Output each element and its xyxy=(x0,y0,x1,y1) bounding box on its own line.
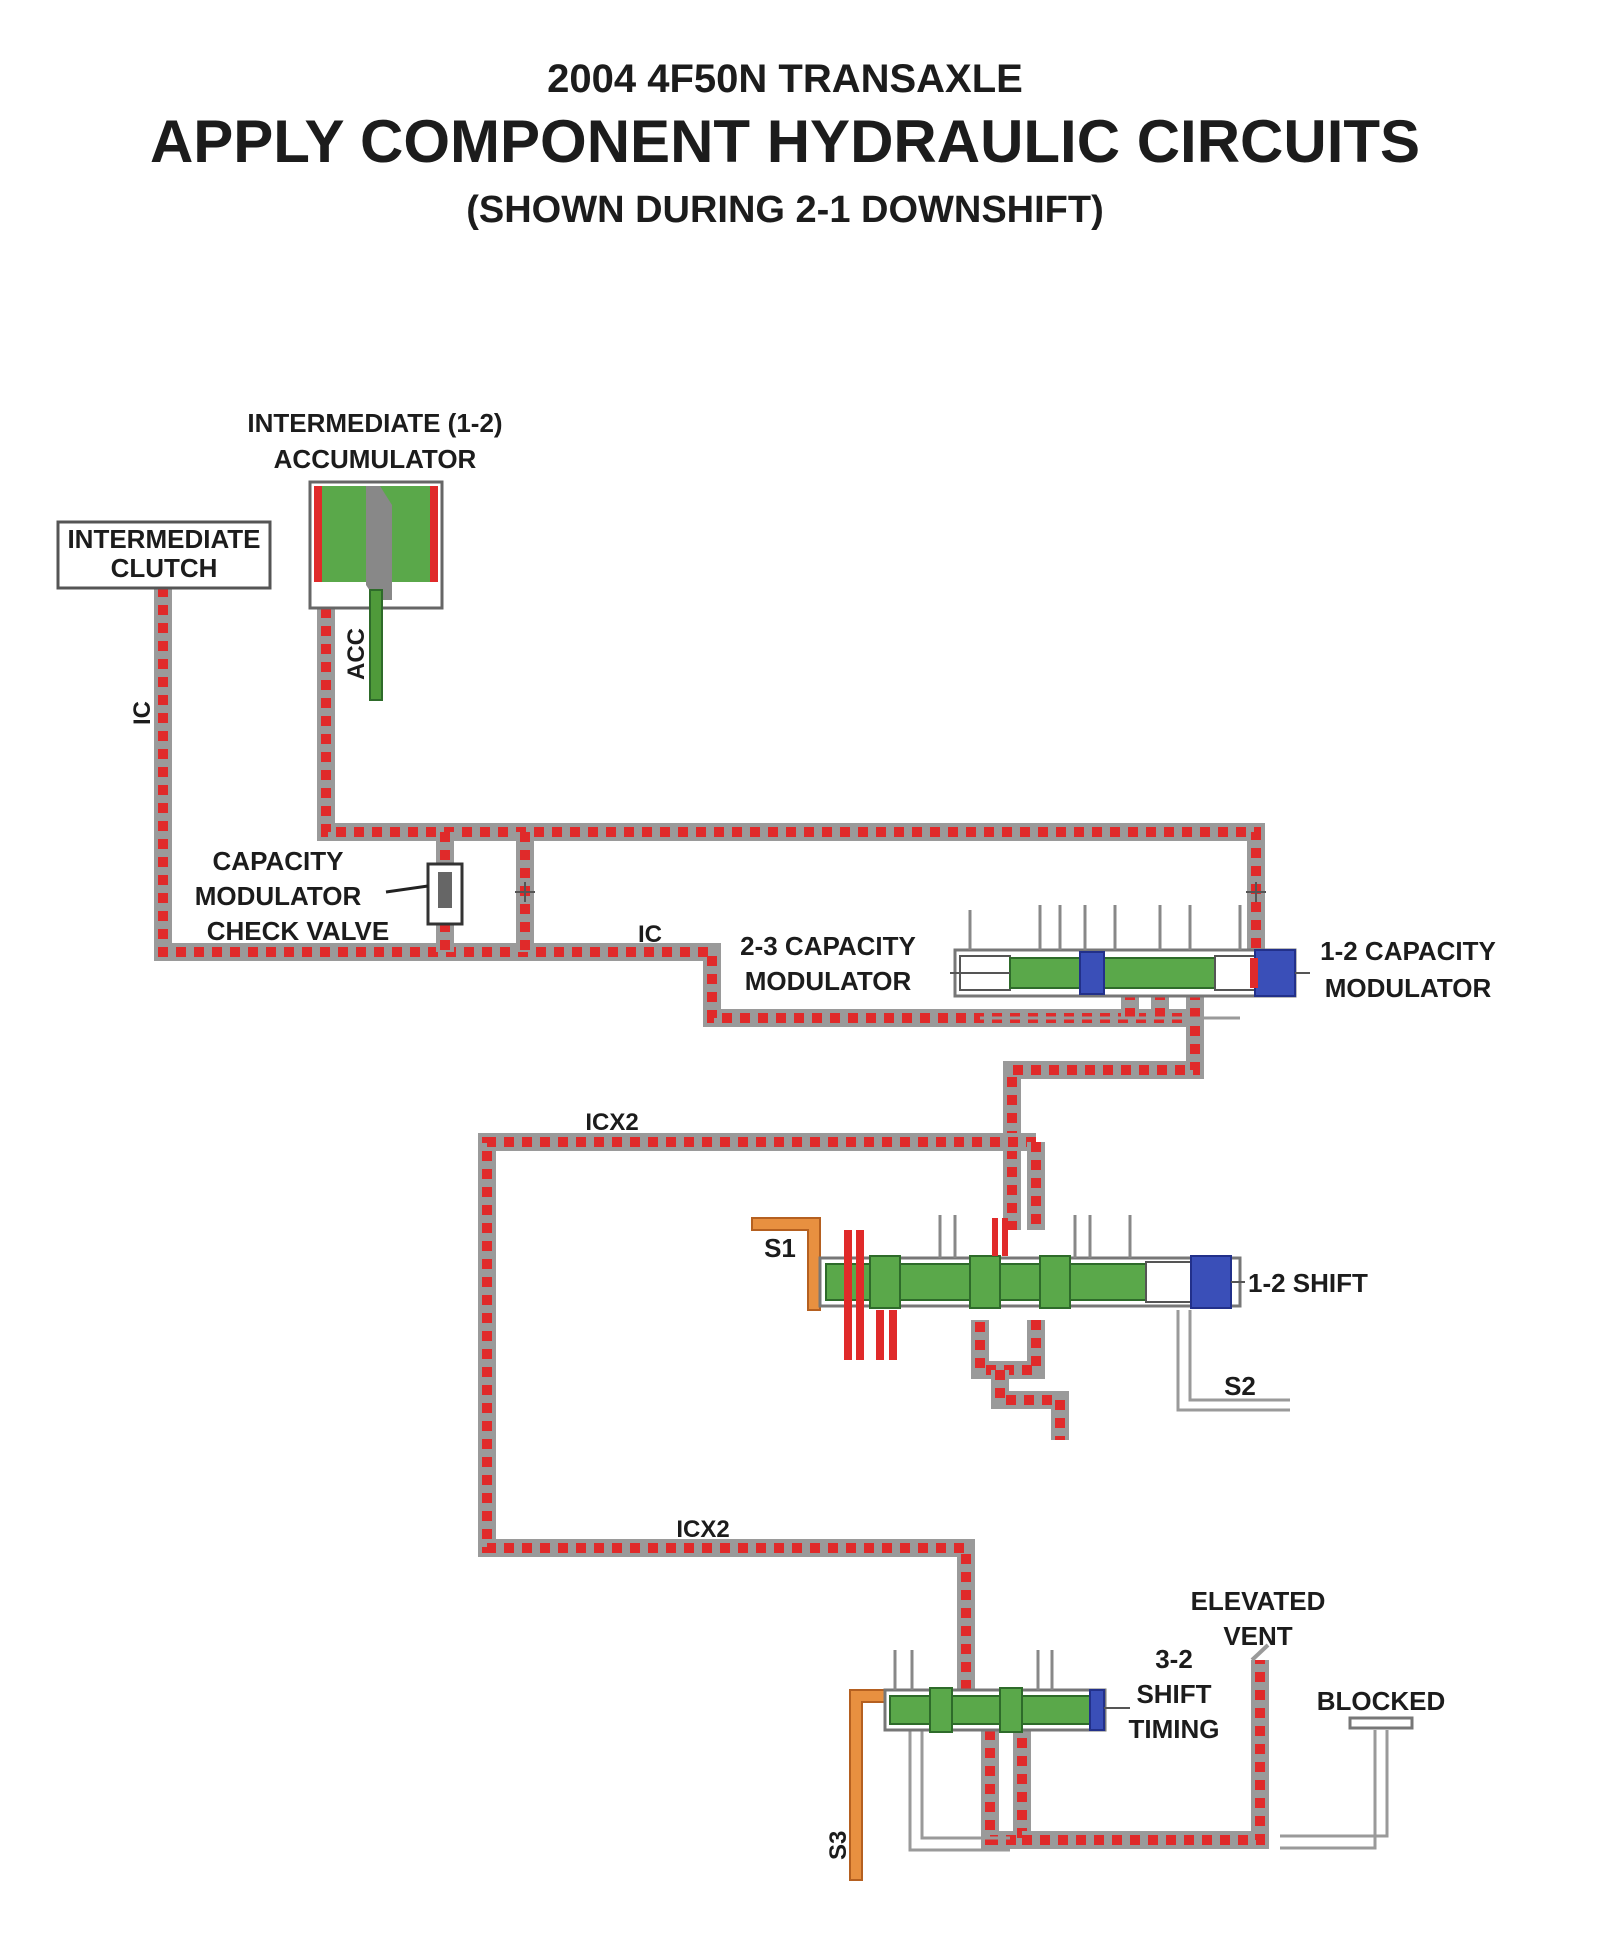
accumulator-label-1: INTERMEDIATE (1-2) xyxy=(247,408,502,438)
s1-label: S1 xyxy=(764,1233,796,1263)
shift12-valve: S1 1-2 SHIFT S2 xyxy=(751,1215,1368,1401)
acc-feed-line xyxy=(369,589,383,701)
s3-return-b xyxy=(920,1730,1010,1840)
elevated-vent-cap xyxy=(1250,1643,1270,1662)
check-valve-leader xyxy=(385,884,429,894)
timing-spring xyxy=(1089,1689,1105,1731)
accumulator-seal-left xyxy=(314,486,322,582)
icx2-upper-label: ICX2 xyxy=(585,1109,638,1136)
elevated-vent-label-2: VENT xyxy=(1223,1621,1292,1651)
check-valve-label-3: CHECK VALVE xyxy=(207,916,390,946)
elevated-vent-label-1: ELEVATED xyxy=(1191,1586,1326,1616)
accumulator-seal-right xyxy=(430,486,438,582)
blocked-line-a xyxy=(1280,1730,1377,1850)
orifices xyxy=(515,882,1266,902)
check-valve-ball xyxy=(438,872,452,908)
clutch-label-1: INTERMEDIATE xyxy=(67,524,260,554)
icx2-lower-label: ICX2 xyxy=(676,1516,729,1543)
acc-circuit-label: ACC xyxy=(343,628,370,680)
timing-label-2: SHIFT xyxy=(1136,1679,1211,1709)
timing-land-1 xyxy=(929,1687,953,1733)
shift-timing-valve: S3 3-2 SHIFT TIMING xyxy=(825,1644,1220,1881)
modulator12-plug xyxy=(1214,955,1256,991)
shift12-top-ports xyxy=(992,1218,1008,1256)
modulator12-label-1: 1-2 CAPACITY xyxy=(1320,936,1496,966)
timing-label-1: 3-2 xyxy=(1155,1644,1193,1674)
acc-ic-pipe-flow xyxy=(321,590,1261,960)
shift12-lower-circuit xyxy=(971,1320,1069,1440)
header-subtitle: (SHOWN DURING 2-1 DOWNSHIFT) xyxy=(466,189,1104,231)
shift12-spring xyxy=(1190,1255,1232,1309)
icx2-pipe-flow xyxy=(482,1137,1036,1690)
modulator-spring-mid xyxy=(1079,951,1105,995)
blocked-line-b xyxy=(1280,1730,1389,1838)
shift12-land-3 xyxy=(1039,1255,1071,1309)
accumulator-label-2: ACCUMULATOR xyxy=(274,444,477,474)
s3-label: S3 xyxy=(825,1831,852,1860)
accumulator-rod xyxy=(366,486,392,600)
shift12-loop-casing xyxy=(971,1320,1045,1379)
vent-flow xyxy=(1022,1660,1265,1845)
timing-label-3: TIMING xyxy=(1129,1714,1220,1744)
blocked-cap xyxy=(1348,1716,1414,1730)
s3-feed xyxy=(849,1689,886,1881)
clutch-label-2: CLUTCH xyxy=(111,553,218,583)
shift12-land-1 xyxy=(869,1255,901,1309)
check-valve-label-1: CAPACITY xyxy=(213,846,344,876)
shift12-exit-flow xyxy=(995,1370,1065,1440)
orifice-mark-2 xyxy=(1246,882,1266,902)
blocked-label: BLOCKED xyxy=(1317,1686,1446,1716)
clutch-box xyxy=(56,520,272,590)
timing-spool xyxy=(889,1695,1091,1725)
exhaust-lines xyxy=(908,1016,1389,1852)
timing-loop-flow xyxy=(985,1730,1027,1845)
intermediate-clutch: INTERMEDIATE CLUTCH xyxy=(56,520,272,590)
vent-and-blocked: ELEVATED VENT BLOCKED xyxy=(1191,1586,1446,1730)
check-valve-label-2: MODULATOR xyxy=(195,881,362,911)
modulator12-label-2: MODULATOR xyxy=(1325,973,1492,1003)
orifice-mark-1 xyxy=(515,882,535,902)
timing-ports xyxy=(893,1650,1054,1690)
s1-feed xyxy=(751,1217,821,1311)
s2-line-a xyxy=(1176,1310,1290,1412)
shift12-ports xyxy=(938,1215,1132,1258)
modulator12-seal xyxy=(1250,958,1258,988)
ic-vertical-label: IC xyxy=(129,701,156,725)
capacity-modulator-valve: 2-3 CAPACITY MODULATOR 1-2 CAPACITY MODU… xyxy=(740,905,1496,1003)
header-title: APPLY COMPONENT HYDRAULIC CIRCUITS xyxy=(150,108,1420,175)
timing-lower-circuit xyxy=(981,1643,1270,1849)
s2-label: S2 xyxy=(1224,1371,1256,1401)
icx2-circuit xyxy=(478,1133,1045,1690)
acc-ic-pipe-casing xyxy=(317,590,1265,960)
capacity-modulator-check-valve: CAPACITY MODULATOR CHECK VALVE xyxy=(195,846,464,946)
shift12-plug xyxy=(1145,1261,1192,1303)
shift12-label: 1-2 SHIFT xyxy=(1248,1268,1368,1298)
shift12-land-2 xyxy=(969,1255,1001,1309)
modulator23-label-1: 2-3 CAPACITY xyxy=(740,931,916,961)
s2-line-b xyxy=(1188,1310,1290,1402)
shift12-red-ports xyxy=(844,1230,897,1360)
modulator-ports xyxy=(968,905,1242,950)
modulator12-spring xyxy=(1254,949,1296,997)
ic-horizontal-label: IC xyxy=(638,921,662,948)
header-model: 2004 4F50N TRANSAXLE xyxy=(547,57,1023,101)
intermediate-accumulator: INTERMEDIATE (1-2) ACCUMULATOR ACC xyxy=(247,408,503,701)
timing-land-2 xyxy=(999,1687,1023,1733)
s3-return-a xyxy=(908,1730,1010,1852)
modulator23-label-2: MODULATOR xyxy=(745,966,912,996)
